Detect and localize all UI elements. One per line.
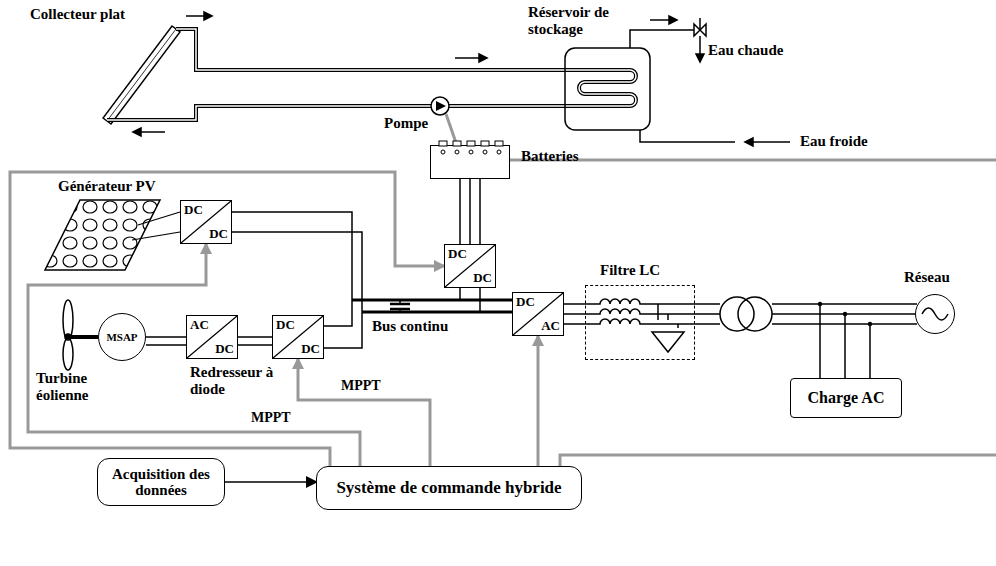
wire [225, 481, 316, 483]
transformer-symbol [720, 297, 772, 331]
node-text: Filtre LC [600, 262, 660, 279]
component-label: Eau froide [800, 133, 890, 150]
node-text: DC [448, 247, 467, 261]
component-label: Réservoir de stockage [528, 4, 640, 39]
water-pipes [107, 29, 636, 120]
control-box: Système de commande hybride [316, 466, 582, 510]
signal-label: MPPT [340, 378, 382, 394]
control-line [298, 359, 430, 466]
pump-symbol [431, 97, 449, 115]
node-text: DC [301, 342, 320, 356]
component-label: Collecteur plat [30, 6, 160, 23]
rectifier-box: AC DC [186, 315, 238, 359]
node-text: DC [516, 295, 535, 309]
cold-water-arrow [745, 138, 790, 146]
node-text: Batteries [521, 148, 578, 165]
bus-capacitor [390, 300, 410, 312]
node-text: DC [276, 318, 295, 332]
storage-tank [565, 48, 650, 130]
sine-symbol [922, 308, 948, 320]
node-text: DC [209, 227, 228, 241]
grid-circle: Réseau [915, 294, 955, 334]
node-text: MSAP [106, 331, 137, 343]
wire [469, 179, 471, 244]
wire [564, 313, 585, 315]
node-text: Charge AC [808, 389, 885, 407]
node-text: Acquisition des données [106, 466, 216, 499]
node-text: AC [541, 319, 560, 333]
flow-arrows [133, 12, 677, 136]
node-text: Système de commande hybride [336, 479, 561, 498]
node-text: Réseau [904, 269, 950, 286]
pv-panel [45, 200, 180, 270]
dc-bus [352, 300, 512, 312]
converter-box: DC DC [444, 244, 496, 288]
converter-box: DC DC [272, 315, 324, 359]
load-box: Charge AC [790, 378, 902, 418]
shape-outline [431, 146, 509, 178]
wire [238, 336, 272, 338]
node-text: AC [190, 318, 209, 332]
control-line [28, 244, 360, 466]
node-text: DC [184, 203, 203, 217]
node-text: DC [215, 342, 234, 356]
component-label: Bus continu [372, 318, 472, 335]
component-label: Générateur PV [58, 178, 178, 195]
control-line [537, 336, 540, 466]
filter-box: Filtre LC [585, 285, 695, 360]
acquisition-box: Acquisition des données [97, 458, 225, 506]
component-label: Turbine éolienne [36, 370, 96, 405]
wind-turbine [63, 300, 98, 370]
component-label: Eau chaude [708, 42, 798, 59]
tap-symbol [694, 18, 706, 62]
control-line [560, 455, 996, 466]
battery-box: Batteries [430, 145, 510, 179]
flat-collector [103, 26, 180, 124]
component-label: Pompe [384, 115, 444, 132]
junction-dots [818, 302, 872, 326]
ac-lines [564, 299, 917, 378]
signal-label: MPPT [250, 410, 292, 426]
node-text: DC [473, 271, 492, 285]
generator-circle: MSAP [98, 313, 146, 361]
inverter-box: DC AC [512, 292, 564, 336]
wire [146, 336, 186, 338]
component-label: Redresseur à diode [190, 364, 280, 399]
converter-box: DC DC [180, 200, 232, 244]
